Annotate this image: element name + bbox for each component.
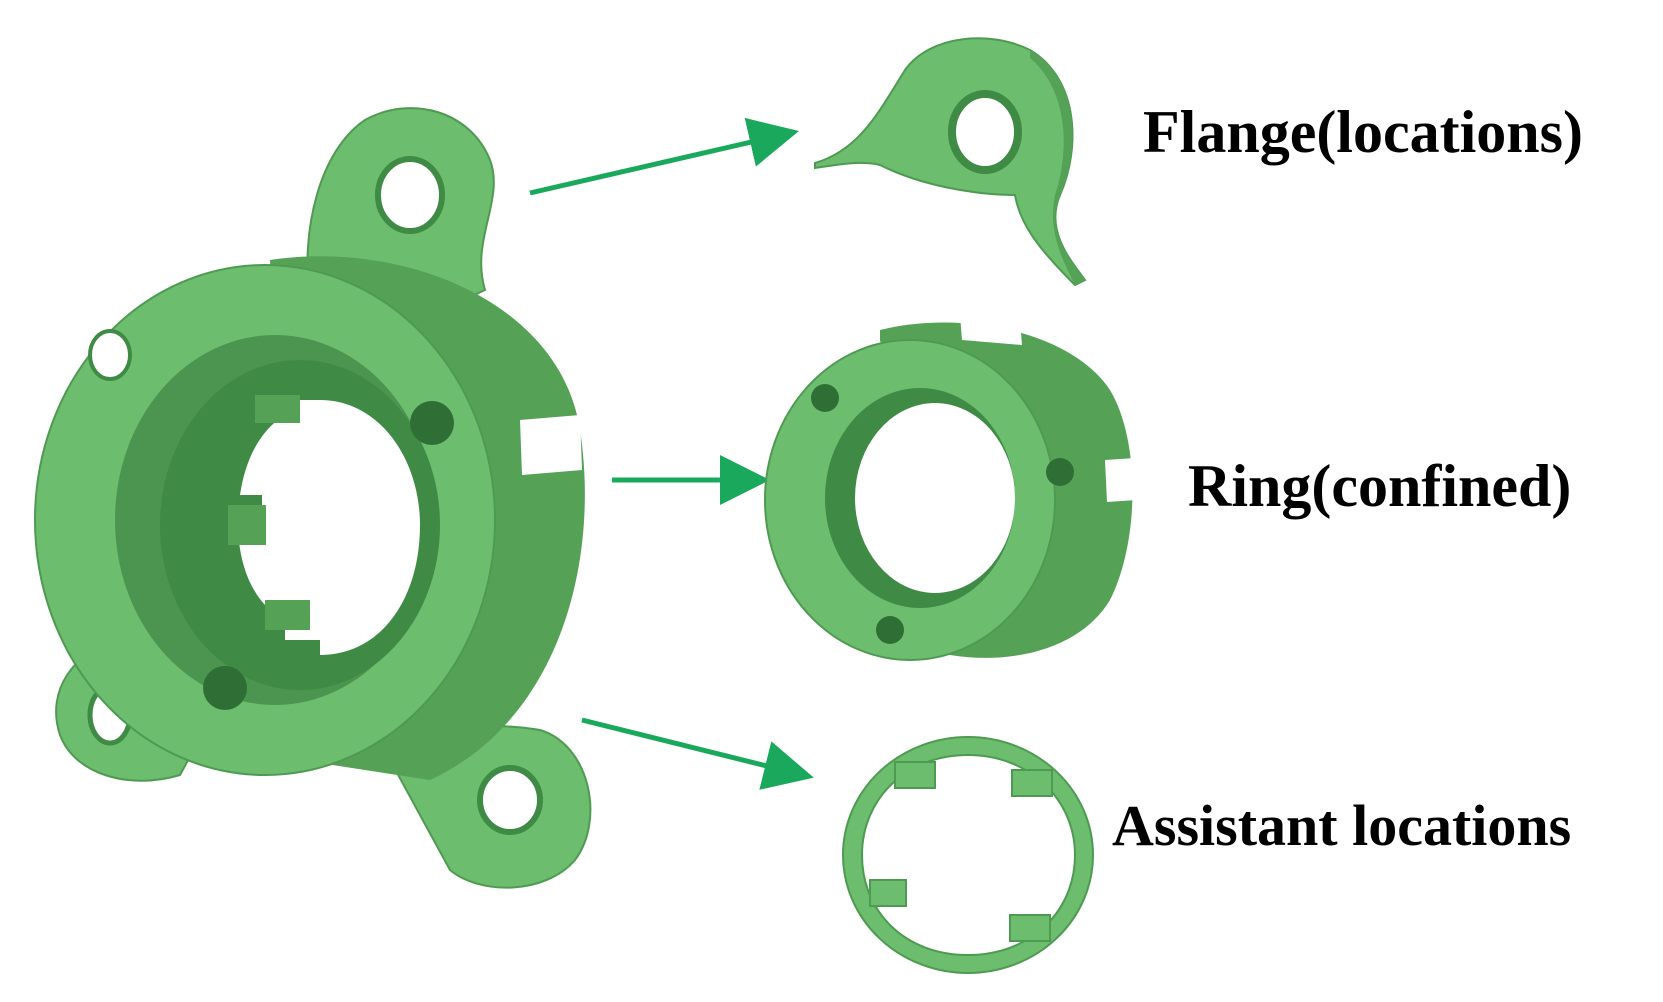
- arrow-to-flange: [529, 117, 799, 196]
- top-tab-hole: [375, 156, 445, 234]
- flange-edge: [1030, 50, 1085, 285]
- ring-label: Ring(confined): [1188, 453, 1572, 519]
- flange-component: [814, 37, 1087, 287]
- flange-label: Flange(locations): [1143, 99, 1583, 165]
- assistant-key-1: [894, 761, 936, 789]
- inner-key-top: [255, 395, 300, 423]
- assistant-key-4: [1009, 914, 1051, 942]
- arrow-to-assistant: [581, 717, 814, 790]
- ring-bolt-hole-3: [876, 616, 904, 644]
- arrows: [529, 117, 814, 790]
- bolt-hole-left: [88, 329, 132, 381]
- ring-top-notch: [960, 315, 1022, 345]
- ring-component: [764, 315, 1137, 661]
- bolt-hole-right: [410, 401, 454, 445]
- ring-bolt-hole-2: [1046, 458, 1074, 486]
- ring-bore: [855, 403, 1015, 593]
- bolt-hole-bottom: [203, 666, 247, 710]
- side-slot: [520, 415, 582, 475]
- assembled-part: [34, 107, 592, 889]
- assistant-key-2: [1011, 769, 1053, 797]
- inner-key-bottom: [265, 600, 310, 630]
- through-hole: [238, 400, 420, 655]
- ring-bolt-hole-1: [811, 384, 839, 412]
- assistant-component: [842, 736, 1094, 974]
- inner-key-left: [228, 505, 266, 545]
- assistant-key-3: [869, 879, 907, 907]
- flange-hole: [948, 90, 1022, 174]
- assistant-locations-label: Assistant locations: [1112, 793, 1572, 858]
- ring-side-slot: [1105, 458, 1137, 502]
- flange-body: [814, 37, 1087, 287]
- assistant-inner: [860, 753, 1077, 957]
- bottom-right-tab-hole: [477, 765, 543, 835]
